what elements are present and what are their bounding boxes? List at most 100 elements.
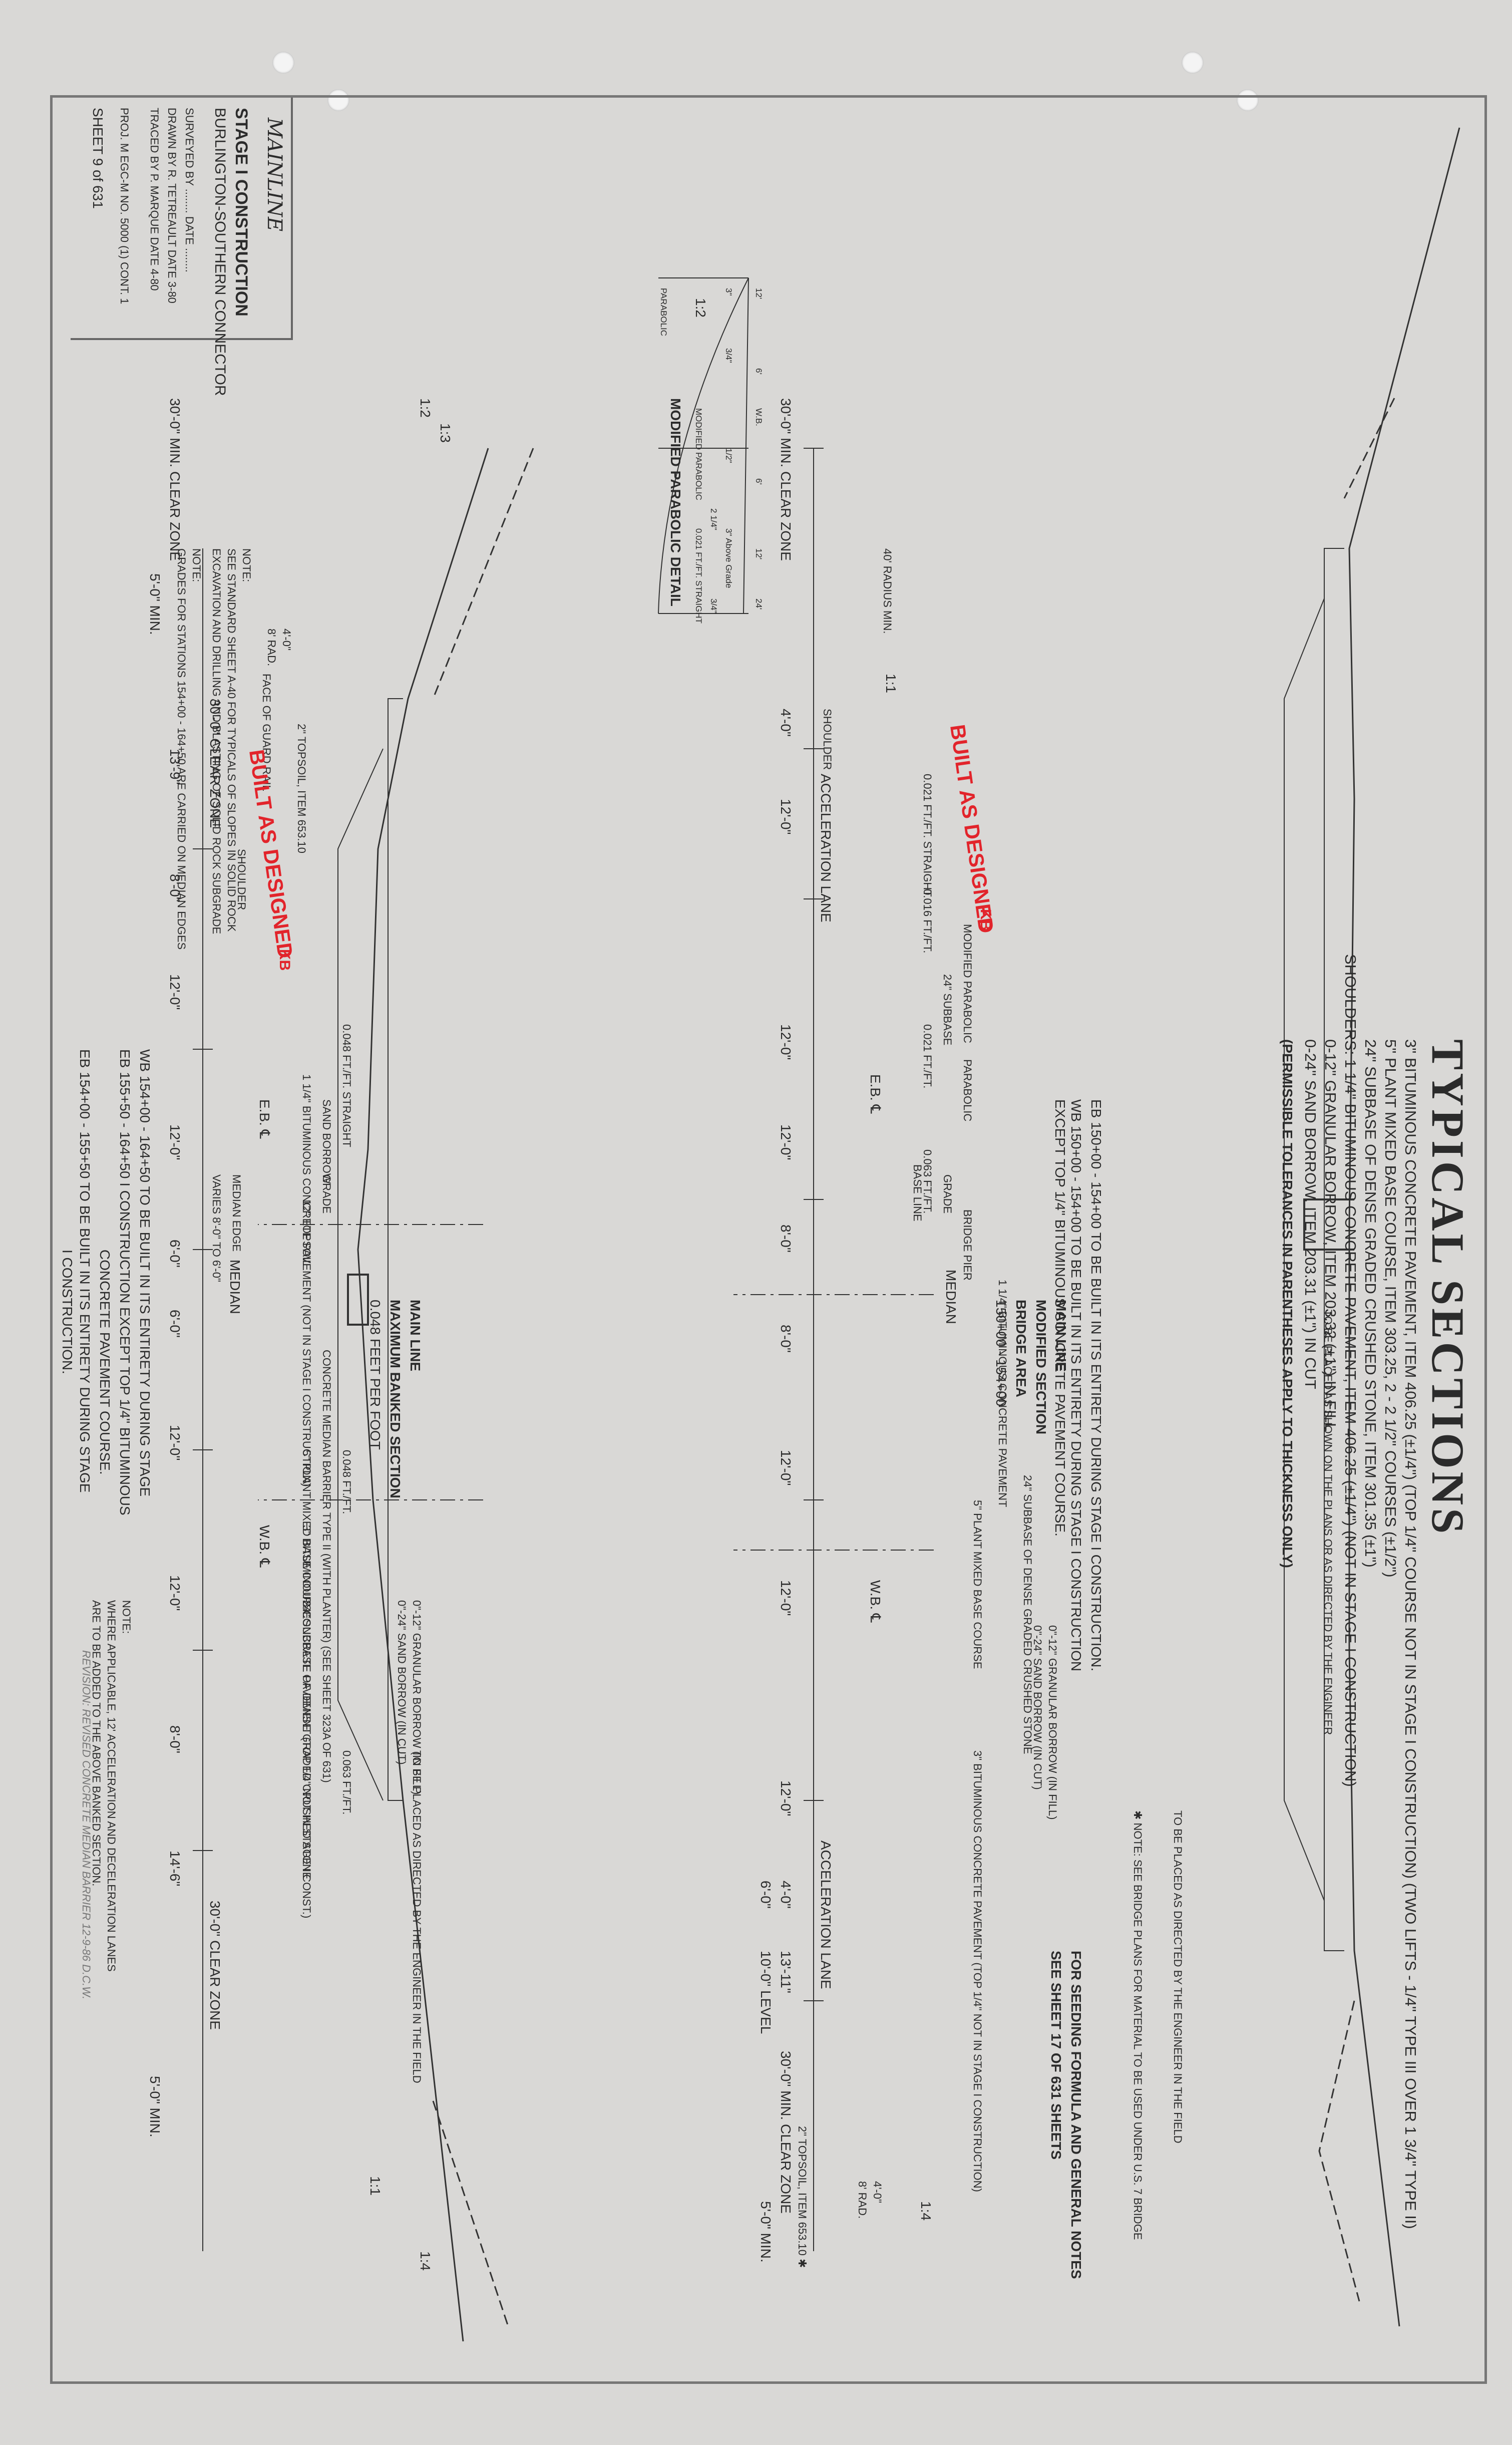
seeding-note: FOR SEEDING FORMULA AND GENERAL NOTES: [1068, 1951, 1084, 2279]
note: EXCAVATION AND DRILLING AND BLASTING OF …: [210, 548, 223, 935]
label: MODIFIED PARABOLIC: [694, 408, 703, 500]
dim-label: 30'-0" MIN. CLEAR ZONE: [167, 398, 183, 561]
label: 24" SUBBASE OF DENSE GRADED CRUSHED STON…: [300, 1600, 313, 1880]
label: SAND BORROW: [320, 1099, 333, 1184]
note: CONCRETE PAVEMENT COURSE.: [97, 1250, 113, 1475]
label: 1/2": [724, 448, 733, 463]
dim-label: 6'-0": [167, 1240, 183, 1268]
dim-label: 12'-0": [778, 1780, 794, 1816]
label: 40' RADIUS MIN.: [881, 548, 894, 634]
label: 0.048 FT./FT. STRAIGHT: [340, 1024, 353, 1147]
spec-note: 0-24" SAND BORROW, ITEM 203.31 (±1") IN …: [1302, 1039, 1319, 1389]
accel-note: NOTE:: [120, 1600, 133, 1634]
label: MEDIAN EDGE: [230, 1174, 243, 1252]
note: SEE STANDARD SHEET A-40 FOR TYPICALS OF …: [225, 548, 238, 932]
note: WB 154+00 - 164+50 TO BE BUILT IN ITS EN…: [137, 1049, 153, 1497]
traced-by: TRACED BY P. MARQUE DATE 4-80: [148, 108, 161, 291]
median-barrier: [347, 1274, 369, 1326]
project-number: PROJ. M EGC-M NO. 5000 (1) CONT. 1: [118, 108, 131, 304]
label: 0.016 FT./FT.: [921, 889, 934, 954]
label: ACCELERATION LANE: [818, 774, 834, 923]
slope-label: 1:2: [418, 398, 433, 418]
dim-label: 5'-0" MIN.: [147, 2076, 163, 2137]
label: 3": [724, 288, 733, 296]
spec-note: 5" PLANT MIXED BASE COURSE, ITEM 303.25,…: [1382, 1039, 1399, 1578]
note: GRADES FOR STATIONS 154+00 - 164+50 ARE …: [175, 548, 188, 950]
label: 3/4": [724, 348, 733, 363]
label: 0.063 FT./FT.: [921, 1149, 934, 1214]
slope-label: 1:4: [418, 2251, 433, 2271]
punch-hole: [327, 89, 349, 111]
dim-label: 30'-0" MIN. CLEAR ZONE: [778, 398, 794, 561]
dim-label: 5'-0" MIN.: [147, 573, 163, 635]
spec-note: 24" SUBBASE OF DENSE GRADED CRUSHED STON…: [1362, 1039, 1379, 1568]
dim-label: 4'-0": [778, 1881, 794, 1909]
slope-label: 1:2: [693, 298, 708, 318]
label: 2" TOPSOIL, ITEM 653.10: [295, 724, 308, 853]
label: 6': [754, 478, 764, 485]
detail-caption: MODIFIED PARABOLIC DETAIL: [668, 398, 683, 606]
label: ACCELERATION LANE: [818, 1841, 834, 1989]
note: EB 154+00 - 155+50 TO BE BUILT IN ITS EN…: [77, 1049, 93, 1493]
label: GRADE: [320, 1174, 333, 1214]
label: 4'-0": [871, 2181, 884, 2203]
top-section-surface: [1348, 127, 1460, 2327]
punch-hole: [272, 52, 294, 74]
project-name: BURLINGTON-SOUTHERN CONNECTOR: [212, 108, 228, 396]
caption-line: MAIN LINE: [408, 1300, 423, 1372]
dim-label: 8'-0": [778, 1325, 794, 1353]
stage-title: STAGE I CONSTRUCTION: [232, 108, 251, 317]
revision-note: REVISION: REVISED CONCRETE MEDIAN BARRIE…: [80, 1650, 93, 2000]
dim-label: 6'-0": [167, 1310, 183, 1338]
label: 12': [754, 288, 764, 299]
title-block: MAINLINE STAGE I CONSTRUCTION BURLINGTON…: [71, 98, 293, 396]
dim-label: 12'-0": [167, 1425, 183, 1461]
label: 0.021 FT./FT.: [921, 1024, 934, 1089]
label: 5" PLANT MIXED BASE COURSE: [971, 1500, 984, 1669]
surveyed-by: SURVEYED BY ........ DATE ........: [183, 108, 196, 272]
drawn-by: DRAWN BY R. TETREAULT DATE 3-80: [166, 108, 178, 303]
dim-label: 12'-0": [778, 1024, 794, 1060]
spec-brace-note: TO BE PLACED AS SHOWN ON THE PLANS OR AS…: [1322, 1310, 1334, 1735]
label: VARIES 8'-0" TO 6'-0": [210, 1174, 223, 1282]
section-linework: [193, 127, 1460, 2342]
seeding-note: SEE SHEET 17 OF 631 SHEETS: [1048, 1951, 1064, 2160]
note: EB 155+50 - 164+50 I CONSTRUCTION EXCEPT…: [117, 1049, 133, 1515]
dim-label: 4'-0": [778, 709, 794, 737]
spec-note: SHOULDERS: 1 1/4" BITUMINOUS CONCRETE PA…: [1342, 954, 1359, 1787]
label: GRADE: [941, 1174, 954, 1214]
bridge-pier: [1303, 1198, 1354, 1251]
borrow-note: TO BE PLACED AS DIRECTED BY THE ENGINEER…: [411, 1750, 423, 2083]
caption-line: MODIFIED SECTION: [1033, 1300, 1049, 1435]
label: CONCRETE MEDIAN BARRIER TYPE II (WITH PL…: [320, 1350, 333, 1783]
label: PARABOLIC: [961, 1059, 974, 1122]
accel-note: WHERE APPLICABLE, 12' ACCELERATION AND D…: [105, 1600, 118, 1972]
label: 0.048 FT./FT.: [340, 1450, 353, 1514]
note: I CONSTRUCTION.: [60, 1250, 75, 1374]
caption-line: 150+00 - 154+00: [993, 1300, 1009, 1407]
caption-line: 0.048 FEET PER FOOT: [367, 1300, 383, 1450]
label: 3/4": [709, 598, 718, 614]
stamp-initials: KB: [977, 909, 994, 931]
label: 1 1/4" BITUMINOUS CONCRETE PAVEMENT (NOT…: [300, 1074, 313, 1487]
label: 4'-0": [280, 629, 293, 651]
drawing-border: TYPICAL SECTIONS 3" BITUMINOUS CONCRETE …: [50, 95, 1487, 2384]
label: MEDIAN: [943, 1270, 959, 1324]
label: E.B. ℄: [257, 1099, 272, 1139]
punch-hole: [1237, 89, 1259, 111]
note: WB 150+00 - 154+00 TO BE BUILT IN ITS EN…: [1052, 1099, 1084, 1672]
dim-label: 8'-0": [778, 1225, 794, 1253]
label: 6': [754, 368, 764, 375]
label: 0"-24" SAND BORROW (IN CUT): [396, 1600, 408, 1765]
rotated-drawing: TYPICAL SECTIONS 3" BITUMINOUS CONCRETE …: [53, 98, 1484, 2381]
label: 3" BITUMINOUS CONCRETE PAVEMENT (TOP 1/4…: [971, 1750, 984, 2192]
label: 8' RAD.: [265, 629, 278, 667]
dim-label: 13'-11": [778, 1951, 794, 1993]
label: SHOULDER: [821, 709, 834, 770]
label: 8' RAD.: [856, 2181, 869, 2219]
note: NOTE:: [190, 548, 203, 582]
punch-hole: [1182, 52, 1204, 74]
label: MEDIAN: [227, 1260, 243, 1314]
caption-line: BRIDGE AREA: [1013, 1300, 1029, 1397]
dim-label: 12'-0": [167, 1124, 183, 1160]
